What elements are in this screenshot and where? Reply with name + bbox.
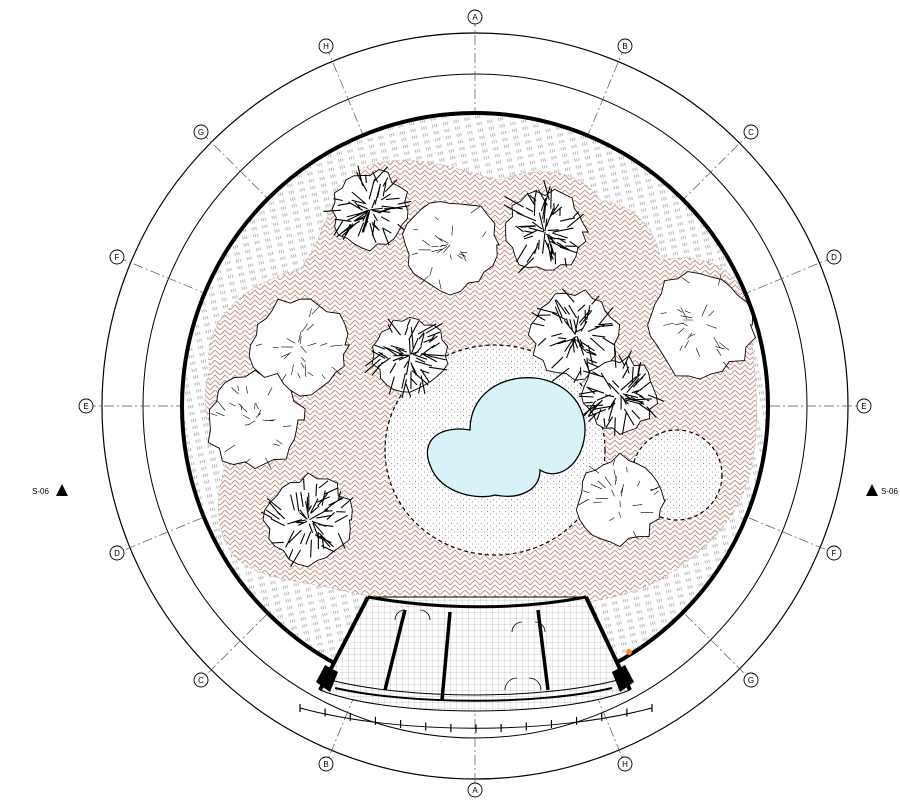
tree-symbol bbox=[575, 452, 667, 548]
grid-bubble-label: H bbox=[622, 760, 628, 769]
tree-symbol bbox=[578, 347, 665, 436]
section-label-right: S-06 bbox=[881, 487, 898, 496]
grid-bubble-label: A bbox=[472, 786, 478, 795]
pond bbox=[426, 377, 586, 498]
section-marker-right: S-06 bbox=[866, 484, 898, 496]
grid-bubble-left-f: F bbox=[109, 249, 125, 265]
grid-bubble-lower-right-h: H bbox=[617, 756, 633, 772]
tree-symbol bbox=[503, 179, 590, 274]
dimension-line bbox=[299, 704, 653, 733]
grid-bubble-upper-left-g: G bbox=[193, 124, 209, 140]
grid-bubble-lower-right-g: G bbox=[743, 672, 759, 688]
tree-symbol bbox=[402, 201, 500, 296]
grid-bubble-top-a: A bbox=[467, 9, 483, 25]
grid-bubble-right-e: E bbox=[856, 398, 872, 414]
grid-bubble-label: F bbox=[832, 549, 837, 558]
section-marker-left: S-06 bbox=[32, 484, 68, 496]
grid-bubble-left-e: E bbox=[78, 398, 94, 414]
grid-bubbles: A A B B C C D D E E F F G G H H bbox=[78, 9, 872, 798]
grid-bubble-label: A bbox=[472, 13, 478, 22]
grid-bubble-upper-right-c: C bbox=[743, 124, 759, 140]
grid-bubble-label: E bbox=[83, 402, 88, 411]
grid-bubble-right-f: F bbox=[826, 545, 842, 561]
grid-bubble-label: G bbox=[198, 128, 204, 137]
pavilion-building bbox=[316, 595, 634, 712]
grid-bubble-lower-left-b: B bbox=[318, 756, 334, 772]
grid-bubble-upper-left-h: H bbox=[318, 38, 334, 54]
grid-bubble-label: G bbox=[748, 676, 754, 685]
grid-bubble-bottom-a: A bbox=[467, 782, 483, 798]
tree-symbol bbox=[248, 298, 351, 397]
grid-bubble-left-d: D bbox=[109, 545, 125, 561]
tree-symbol bbox=[323, 165, 412, 252]
grid-bubble-label: B bbox=[323, 760, 328, 769]
tree-symbol bbox=[364, 316, 449, 399]
tree-symbol bbox=[260, 472, 354, 568]
grid-bubble-label: F bbox=[115, 253, 120, 262]
grid-bubble-right-d: D bbox=[826, 249, 842, 265]
section-label-left: S-06 bbox=[32, 487, 49, 496]
tree-symbols bbox=[207, 165, 757, 568]
orange-marker bbox=[626, 649, 632, 655]
grid-bubble-label: B bbox=[622, 42, 627, 51]
grid-bubble-label: E bbox=[861, 402, 866, 411]
grid-bubble-upper-right-b: B bbox=[617, 38, 633, 54]
grid-bubble-label: C bbox=[198, 676, 204, 685]
grid-bubble-label: D bbox=[114, 549, 120, 558]
grid-bubble-lower-left-c: C bbox=[193, 672, 209, 688]
tree-symbol bbox=[647, 271, 757, 380]
tree-symbol bbox=[207, 369, 306, 470]
grid-bubble-label: H bbox=[323, 42, 329, 51]
grid-bubble-label: D bbox=[831, 253, 837, 262]
grid-bubble-label: C bbox=[748, 128, 754, 137]
